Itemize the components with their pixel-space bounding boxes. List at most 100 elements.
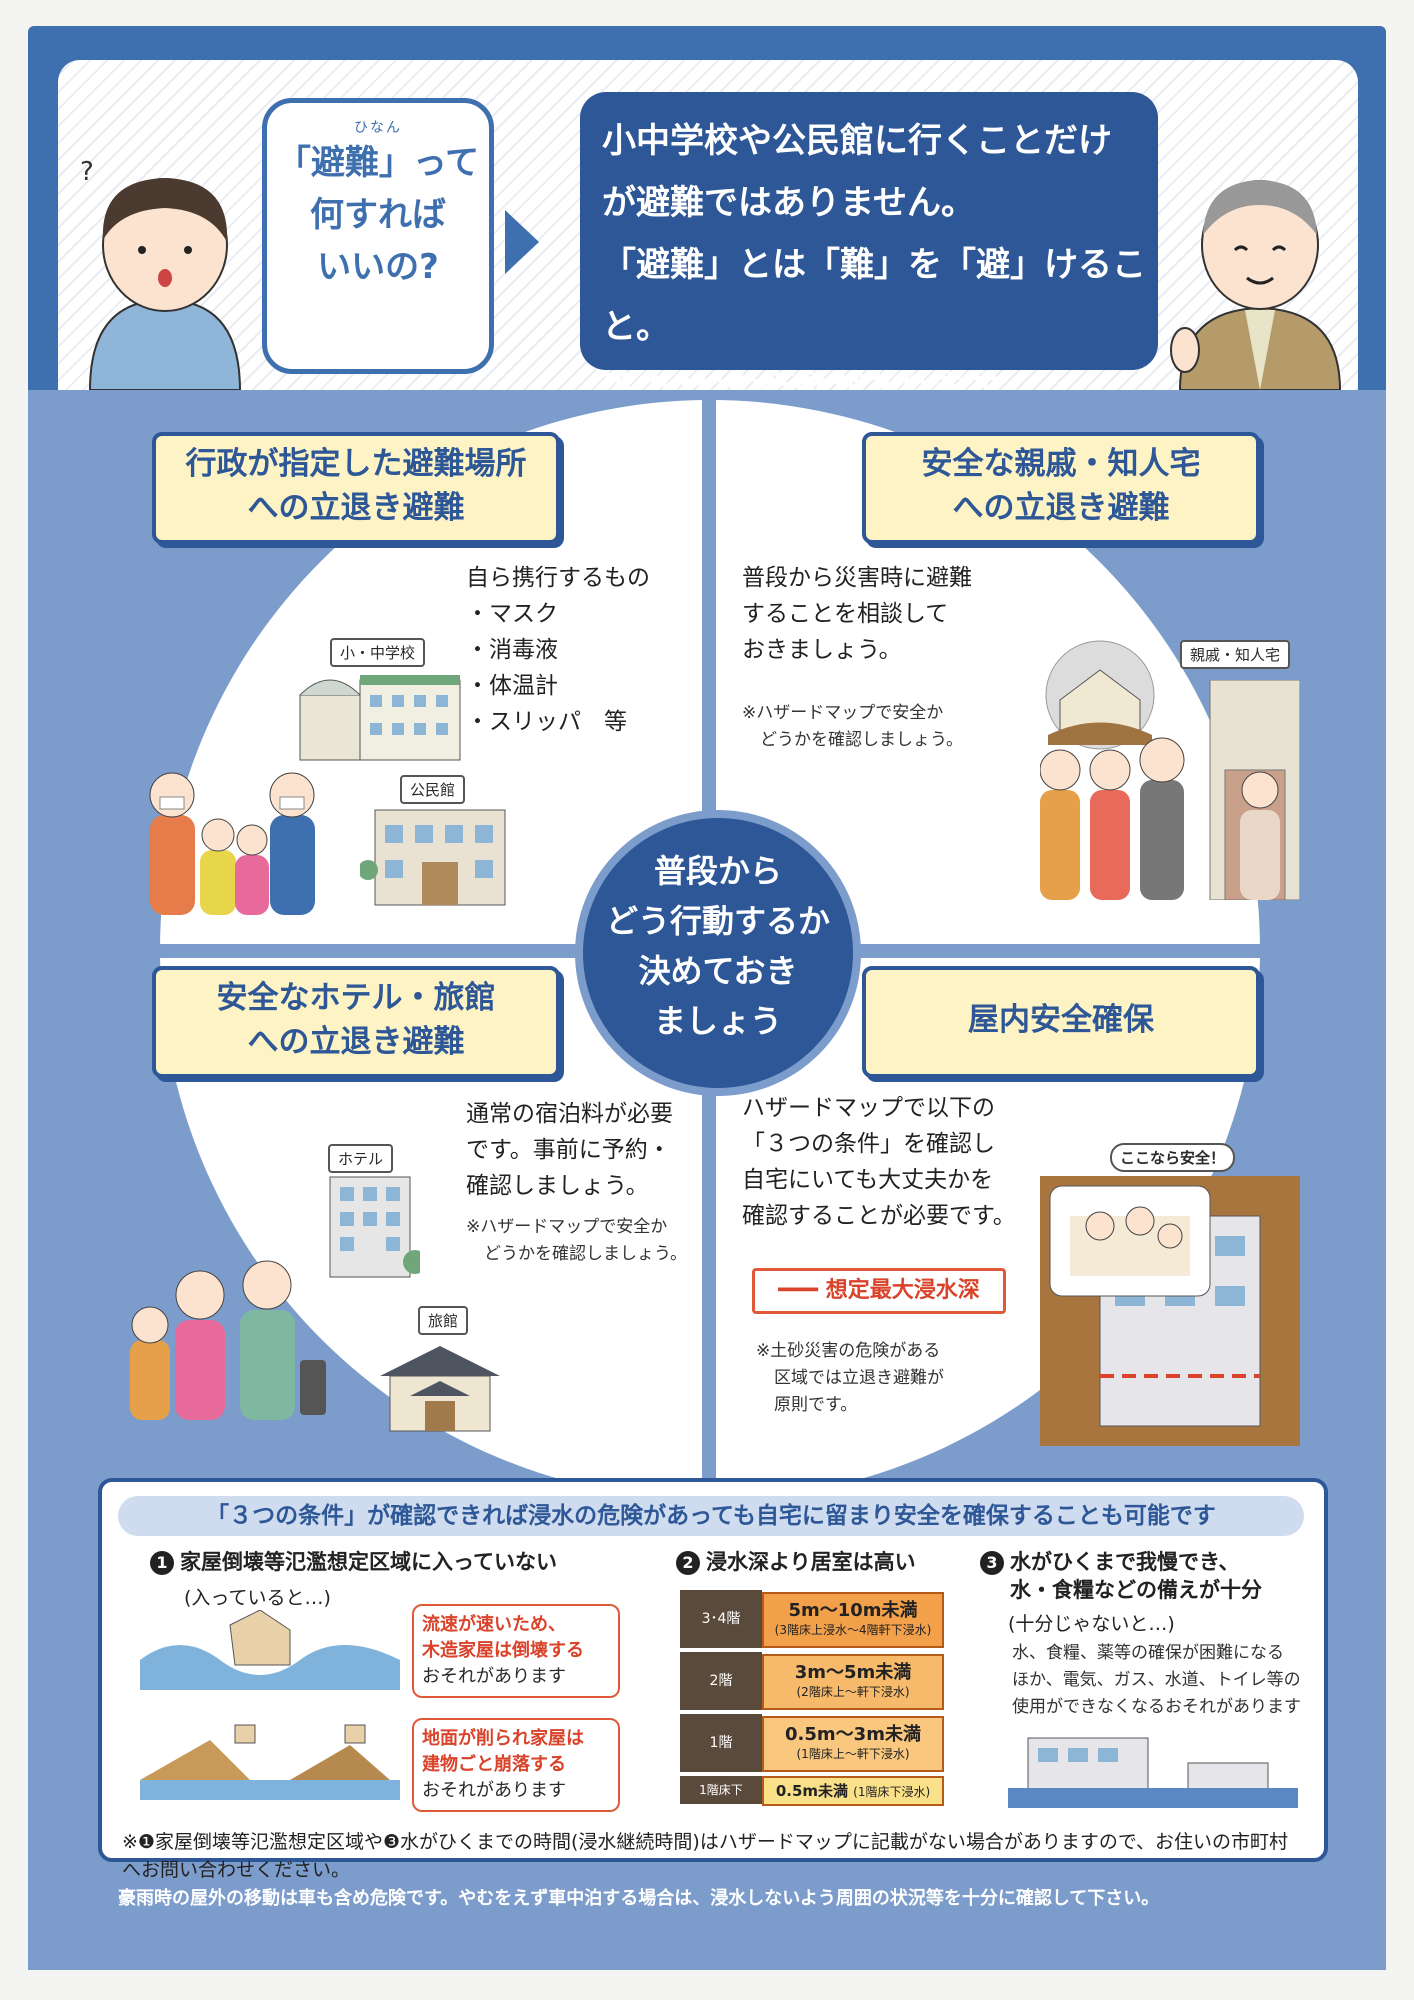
question-bubble: ひなん 「避難」って 何すれば いいの?	[262, 98, 494, 374]
tag-ryokan: 旅館	[418, 1306, 469, 1335]
note-line: 区域では立退き避難が	[774, 1368, 944, 1388]
note-line: ※ハザードマップで安全か	[742, 703, 944, 723]
answer-bubble: 小中学校や公民館に行くことだけ が避難ではありません。 「避難」とは「難」を「避…	[580, 92, 1158, 409]
svg-text:?: ?	[80, 157, 94, 187]
carry-item: ・消毒液	[466, 637, 558, 663]
note-line: 原則です。	[774, 1395, 858, 1415]
hotel-note: ※ハザードマップで安全か どうかを確認しましょう。	[466, 1214, 687, 1268]
number-3-icon: 3	[980, 1551, 1004, 1575]
depth-desc: (1階床上～軒下浸水)	[796, 1747, 910, 1761]
question-ruby: ひなん	[354, 120, 402, 136]
relatives-note: ※ハザードマップで安全か どうかを確認しましょう。	[742, 700, 963, 754]
floor-underfloor: 1階床下	[680, 1776, 762, 1804]
text-line: 使用ができなくなるおそれがあります	[1012, 1697, 1301, 1717]
indoor-safety-text: ハザードマップで以下の 「３つの条件」を確認し 自宅にいても大丈夫かを 確認する…	[742, 1090, 1016, 1234]
floor-2: 2階	[680, 1652, 762, 1710]
isolated-buildings-illustration	[1008, 1737, 1298, 1808]
note-line: ※ハザードマップで安全か	[466, 1217, 668, 1237]
warning-red-line: 建物ごと崩落する	[422, 1754, 566, 1775]
depth-band: 0.5m未満 (1階床下浸水)	[762, 1776, 944, 1806]
label-line: 安全なホテル・旅館	[216, 980, 496, 1016]
depth-desc: (3階床上浸水～4階軒下浸水)	[774, 1623, 932, 1637]
note-line: ※土砂災害の危険がある	[756, 1341, 941, 1361]
condition-3-text: 水、食糧、薬等の確保が困難になる ほか、電気、ガス、水道、トイレ等の 使用ができ…	[1012, 1640, 1301, 1721]
text-line: 「３つの条件」を確認し	[742, 1131, 995, 1157]
label-line: への立退き避難	[952, 490, 1170, 526]
condition-title-text: 水がひくまで我慢でき、	[1010, 1550, 1240, 1574]
number-1-icon: 1	[150, 1551, 174, 1575]
condition-title-text: 水・食糧などの備えが十分	[1010, 1578, 1262, 1602]
warning-plain-line: おそれがあります	[422, 1666, 566, 1687]
family-with-luggage-illustration	[130, 1260, 326, 1420]
carry-items-title: 自ら携行するもの	[466, 565, 650, 591]
boy-illustration: ?	[80, 157, 242, 390]
text-line: 通常の宿泊料が必要	[466, 1101, 673, 1127]
condition-title-text: 浸水深より居室は高い	[706, 1550, 916, 1574]
flooded-house-illustration	[1045, 640, 1155, 750]
label-hotel: 安全なホテル・旅館 への立退き避難	[152, 966, 560, 1078]
note-line: どうかを確認しましょう。	[760, 730, 963, 750]
landslide-note: ※土砂災害の危険がある 区域では立退き避難が 原則です。	[756, 1338, 944, 1419]
text-line: です。事前に予約・	[466, 1137, 671, 1163]
depth-value: 5m～10m未満	[788, 1600, 918, 1621]
flooded-building-illustration	[1040, 1176, 1300, 1446]
man-in-suit-illustration	[1170, 180, 1342, 390]
text-line: することを相談して	[742, 601, 949, 627]
label-designated-shelter: 行政が指定した避難場所 への立退き避難	[152, 432, 560, 544]
text-line: 普段から災害時に避難	[742, 565, 972, 591]
depth-value: 3m～5m未満	[794, 1662, 912, 1683]
note-line: どうかを確認しましょう。	[484, 1244, 687, 1264]
carry-item: ・マスク	[466, 601, 558, 627]
label-line: への立退き避難	[247, 1024, 465, 1060]
answer-line: 小中学校や公民館に行くことだけ	[602, 121, 1112, 161]
footer-warning: 豪雨時の屋外の移動は車も含め危険です。やむをえず車中泊する場合は、浸水しないよう…	[118, 1888, 1160, 1909]
carry-items-list: 自ら携行するもの ・マスク ・消毒液 ・体温計 ・スリッパ 等	[466, 560, 650, 740]
answer-line: が避難ではありません。	[602, 183, 975, 223]
label-indoor-safety: 屋内安全確保	[862, 966, 1260, 1078]
number-2-icon: 2	[676, 1551, 700, 1575]
depth-band: 5m～10m未満 (3階床上浸水～4階軒下浸水)	[762, 1592, 944, 1648]
ground-erosion-illustration	[140, 1724, 400, 1800]
answer-line: 「避難」とは「難」を「避」けること。	[602, 245, 1146, 347]
text-line: おきましょう。	[742, 637, 902, 663]
text-line: ほか、電気、ガス、水道、トイレ等の	[1012, 1670, 1301, 1690]
label-line: 屋内安全確保	[968, 1002, 1154, 1038]
center-line: 決めておき	[638, 952, 798, 990]
hotel-illustration	[329, 1176, 420, 1278]
warning-red-line: 地面が削られ家屋は	[422, 1728, 584, 1749]
condition-3-sub: (十分じゃないと…)	[1008, 1613, 1175, 1635]
safe-here-speech: ここなら安全！	[1110, 1143, 1236, 1172]
warning-ground-erosion: 地面が削られ家屋は 建物ごと崩落する おそれがあります	[412, 1718, 620, 1812]
school-illustration	[299, 675, 461, 761]
text-line: 水、食糧、薬等の確保が困難になる	[1012, 1643, 1284, 1663]
three-conditions-heading: 「３つの条件」が確認できれば浸水の危険があっても自宅に留まり安全を確保することも…	[118, 1496, 1304, 1536]
floor-1: 1階	[680, 1714, 762, 1772]
text-line: 確認しましょう。	[466, 1173, 649, 1199]
house-collapse-illustration	[140, 1610, 400, 1690]
warning-house-collapse: 流速が速いため、 木造家屋は倒壊する おそれがあります	[412, 1604, 620, 1698]
label-line: への立退き避難	[247, 490, 465, 526]
question-line: いいの?	[317, 247, 439, 287]
hotel-text: 通常の宿泊料が必要 です。事前に予約・ 確認しましょう。	[466, 1096, 673, 1204]
depth-desc: (2階床上～軒下浸水)	[796, 1685, 910, 1699]
question-line: 「避難」って	[276, 143, 480, 183]
arrow-right-icon	[505, 210, 539, 274]
condition-1-sub: (入っていると…)	[184, 1587, 331, 1609]
tag-relatives-home: 親戚・知人宅	[1180, 640, 1291, 669]
tag-school: 小・中学校	[330, 638, 426, 667]
carry-item: ・体温計	[466, 673, 558, 699]
center-line: 普段から	[653, 852, 782, 890]
depth-value: 0.5m～3m未満	[785, 1724, 921, 1745]
label-relatives-home: 安全な親戚・知人宅 への立退き避難	[862, 432, 1260, 544]
depth-value: 0.5m未満	[775, 1782, 849, 1800]
question-line: 何すれば	[310, 195, 446, 235]
relatives-text: 普段から災害時に避難 することを相談して おきましょう。	[742, 560, 972, 668]
carry-item: ・スリッパ 等	[466, 709, 627, 735]
tag-hotel: ホテル	[328, 1144, 394, 1173]
community-center-illustration	[360, 809, 506, 906]
warning-plain-line: おそれがあります	[422, 1780, 566, 1801]
depth-band: 3m～5m未満 (2階床上～軒下浸水)	[762, 1654, 944, 1710]
